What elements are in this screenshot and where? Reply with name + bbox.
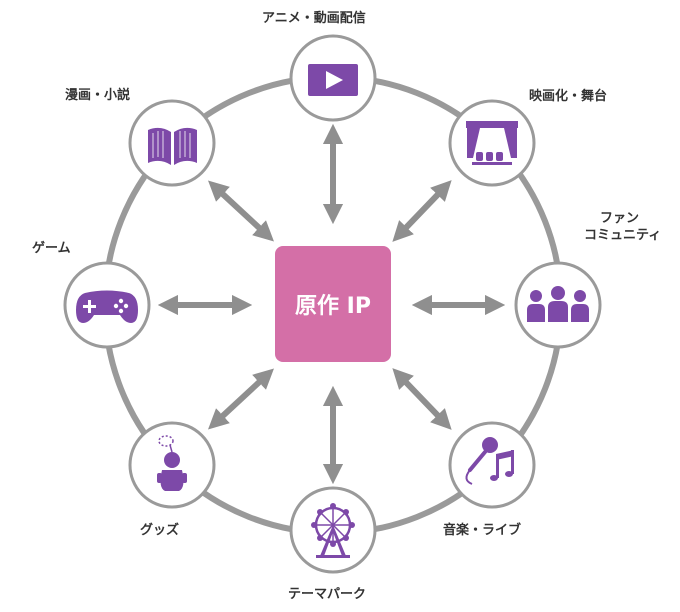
node-circle-movie bbox=[448, 99, 536, 187]
label-game: ゲーム bbox=[32, 241, 71, 256]
label-goods: グッズ bbox=[140, 523, 180, 538]
node-circle-manga bbox=[128, 99, 216, 187]
label-music: 音楽・ライブ bbox=[443, 523, 522, 538]
center-ip-box: 原作 IP bbox=[275, 246, 391, 362]
center-ip-label: 原作 IP bbox=[295, 294, 371, 319]
label-fan-line1: ファン bbox=[600, 211, 640, 226]
ferris-wheel-icon bbox=[311, 503, 355, 558]
label-fan-line2: コミュニティ bbox=[584, 228, 662, 243]
label-movie: 映画化・舞台 bbox=[529, 89, 608, 104]
connector-arrows bbox=[157, 123, 506, 485]
fan-community-icon bbox=[527, 286, 589, 322]
plush-strap-icon bbox=[157, 435, 187, 491]
arrow-bottom-right bbox=[392, 368, 452, 430]
microphone-music-icon bbox=[465, 437, 514, 485]
arrow-top-right bbox=[392, 180, 452, 242]
arrow-top-left bbox=[208, 180, 274, 242]
gamepad-icon bbox=[76, 290, 138, 323]
node-circle-music bbox=[448, 421, 536, 509]
video-play-icon bbox=[308, 64, 358, 96]
theater-stage-icon bbox=[466, 121, 518, 165]
arrow-bottom-left bbox=[208, 368, 274, 430]
open-book-icon bbox=[148, 127, 197, 165]
label-anime: アニメ・動画配信 bbox=[262, 11, 366, 26]
label-park: テーマパーク bbox=[288, 587, 367, 602]
label-manga: 漫画・小説 bbox=[65, 88, 131, 103]
